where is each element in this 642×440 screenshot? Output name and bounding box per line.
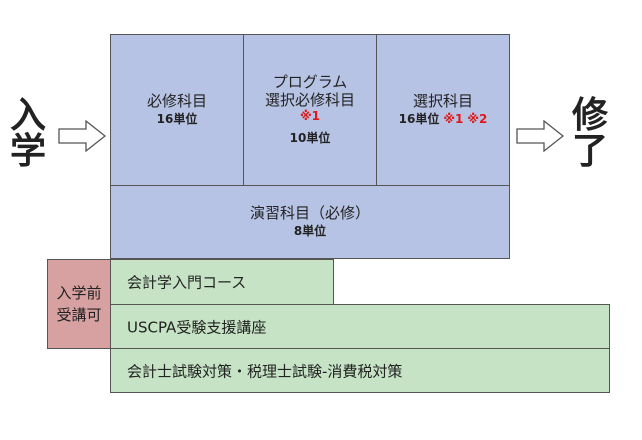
exit-char-2: 了 [571,131,608,172]
elective-subjects-note-2: ※2 [467,112,488,126]
course-label: USCPA受験支援講座 [127,318,267,336]
required-subjects-title: 必修科目 [146,92,207,110]
required-subjects-box: 必修科目 16単位 [110,34,244,186]
seminar-subjects-credits: 8単位 [293,224,327,238]
programming-subjects-box: プログラム 選択必修科目 ※1 10単位 [243,34,377,186]
course-uscpa: USCPA受験支援講座 [110,304,610,349]
programming-subjects-credits: 10単位 [289,131,331,145]
pre-admission-box: 入学前 受講可 [47,259,111,349]
pre-admission-line2: 受講可 [56,306,102,324]
exit-char-1: 修 [571,95,608,136]
entry-char-2: 学 [9,131,46,172]
course-accounting-intro: 会計学入門コース [110,259,334,305]
exit-arrow-icon [516,120,564,152]
elective-subjects-box: 選択科目 16単位 ※1 ※2 [376,34,510,186]
entry-arrow-icon [58,120,106,152]
programming-subjects-note: ※1 [299,109,320,123]
programming-subjects-line1: プログラム [272,73,348,91]
entry-char-1: 入 [9,95,46,136]
course-label: 会計士試験対策・税理士試験-消費税対策 [127,362,403,380]
course-cpa-tax-exam: 会計士試験対策・税理士試験-消費税対策 [110,348,610,393]
course-label: 会計学入門コース [127,273,247,292]
pre-admission-line1: 入学前 [56,284,102,302]
required-subjects-credits: 16単位 [156,112,198,126]
elective-subjects-note-1: ※1 [443,112,464,126]
seminar-subjects-title: 演習科目（必修） [249,204,370,222]
elective-subjects-title: 選択科目 [412,92,473,110]
seminar-subjects-box: 演習科目（必修） 8単位 [110,185,510,259]
elective-subjects-credits: 16単位 [398,112,440,126]
programming-subjects-line2: 選択必修科目 [264,91,355,109]
